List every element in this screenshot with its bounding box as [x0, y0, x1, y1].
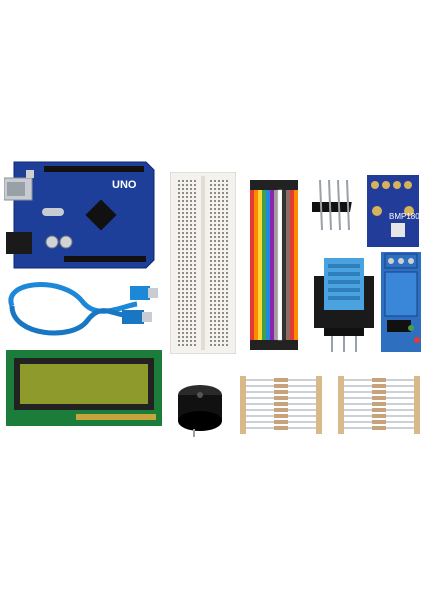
jumper-wires: [248, 180, 300, 350]
breadboard: [170, 172, 236, 354]
bmp-label: BMP180: [389, 212, 419, 221]
relay-module: [381, 252, 424, 352]
bmp180-sensor-module: BMP180: [367, 175, 419, 247]
dht-sensor-module: [314, 258, 374, 352]
resistor-set-2: [338, 376, 420, 434]
pin-header: [312, 178, 358, 234]
arduino-uno-board: UNO: [4, 160, 164, 270]
buzzer: [176, 375, 228, 437]
board-label: UNO: [112, 179, 137, 191]
usb-cable: [2, 276, 162, 346]
lcd-display-module: [6, 350, 162, 426]
resistor-set-1: [240, 376, 322, 434]
